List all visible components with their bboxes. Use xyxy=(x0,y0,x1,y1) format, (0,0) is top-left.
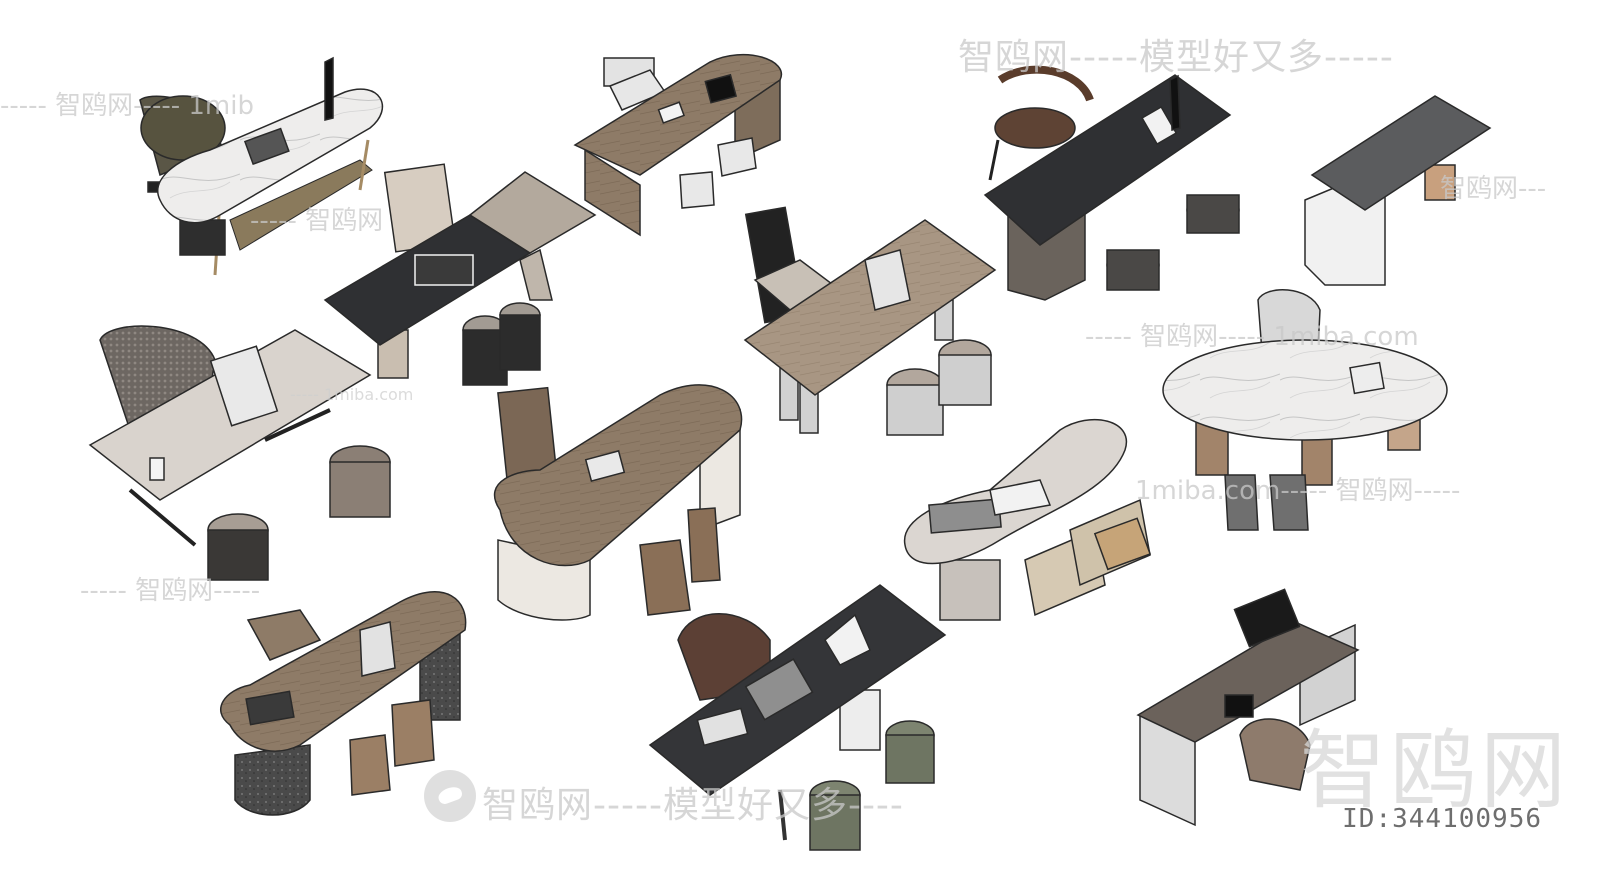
desk-marble-oval xyxy=(139,56,384,276)
asset-id-label: ID:344100956 xyxy=(1342,804,1542,834)
watermark-bottom-banner: 智鸥网-----模型好又多---- xyxy=(482,785,904,826)
watermark-right-big: 智鸥网 xyxy=(1300,721,1570,821)
watermark-left-mid: ----- 1miba.com xyxy=(290,385,414,404)
watermark-right-top: 智鸥网--- xyxy=(1440,174,1547,204)
desk-black-beige xyxy=(323,163,597,386)
watermark-left-lower: ----- 智鸥网----- xyxy=(80,576,261,606)
desk-wood-columns xyxy=(743,206,997,436)
desk-marble-ellipse xyxy=(1162,289,1448,531)
desk-black-rect xyxy=(983,65,1240,301)
watermark-logo-icon xyxy=(424,770,476,822)
desk-light-rect xyxy=(88,325,391,581)
desk-console-dark xyxy=(1136,588,1360,827)
desk-black-slab xyxy=(648,584,947,851)
desk-organic-white xyxy=(903,418,1152,621)
watermark-mid-left: ----- 智鸥网 xyxy=(250,206,384,236)
watermark-left-top: ----- 智鸥网----- 1mib xyxy=(0,91,254,121)
desk-wood-stone xyxy=(219,591,467,816)
desk-gray-slim xyxy=(1304,95,1492,286)
watermark-top-banner: 智鸥网-----模型好又多----- xyxy=(958,37,1394,78)
desk-wood-rect xyxy=(573,53,783,237)
watermark-center-right: ----- 智鸥网----- 1miba.com xyxy=(1085,322,1419,352)
watermark-right-mid: 1miba.com----- 智鸥网----- xyxy=(1135,476,1461,506)
desk-wood-rounded xyxy=(493,384,743,621)
